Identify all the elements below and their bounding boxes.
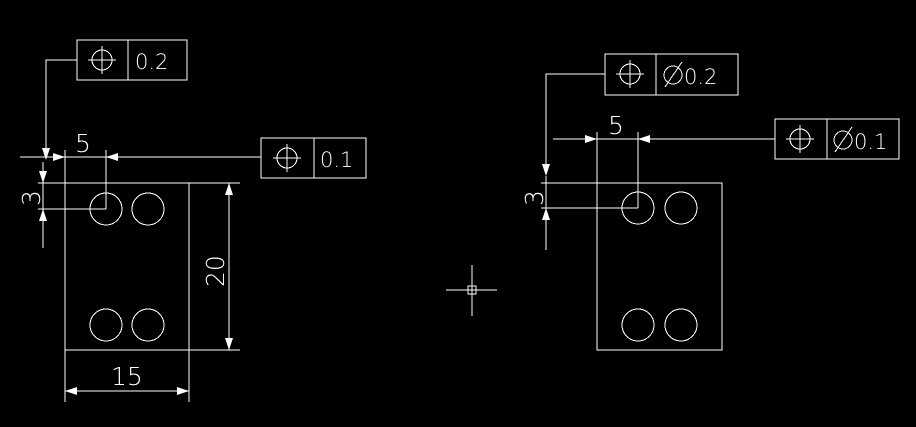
position-icon [273,144,301,172]
left-fcf-top: 0.2 [76,39,188,81]
diameter-icon [833,126,853,153]
right-hole-bottom-left [621,308,655,342]
right-fcf-top: 0.2 [604,53,739,96]
right-fcf-mid-tolerance: 0.1 [854,130,887,154]
right-dim-5: 5 [608,111,624,140]
left-plate-outline [64,182,190,351]
left-part: 0.2 0.1 5 3 [17,39,367,402]
left-hole-top-right [131,192,165,226]
left-dim-20: 20 [201,255,230,287]
left-dim-3: 3 [17,190,46,206]
left-hole-bottom-right [131,308,165,342]
diameter-icon [663,61,683,88]
right-fcf-top-leader [545,73,605,168]
left-hole-bottom-left [89,308,123,342]
right-dim-3: 3 [520,190,549,206]
right-hole-bottom-right [664,308,698,342]
position-icon [616,60,644,88]
right-part: 0.2 0.1 5 3 [520,53,900,351]
right-fcf-top-tolerance: 0.2 [684,65,717,89]
position-icon [786,125,814,153]
crosshair-cursor-icon [446,265,497,316]
right-plate-outline [596,182,723,351]
position-icon [88,46,116,74]
left-fcf-top-tolerance: 0.2 [135,50,168,74]
left-dim-15: 15 [111,362,143,391]
left-fcf-top-leader [45,59,77,152]
left-fcf-mid: 0.1 [260,137,367,179]
right-hole-top-right [664,191,698,225]
left-fcf-mid-tolerance: 0.1 [320,148,353,172]
right-fcf-mid: 0.1 [774,118,900,160]
left-dim-5: 5 [75,129,91,158]
